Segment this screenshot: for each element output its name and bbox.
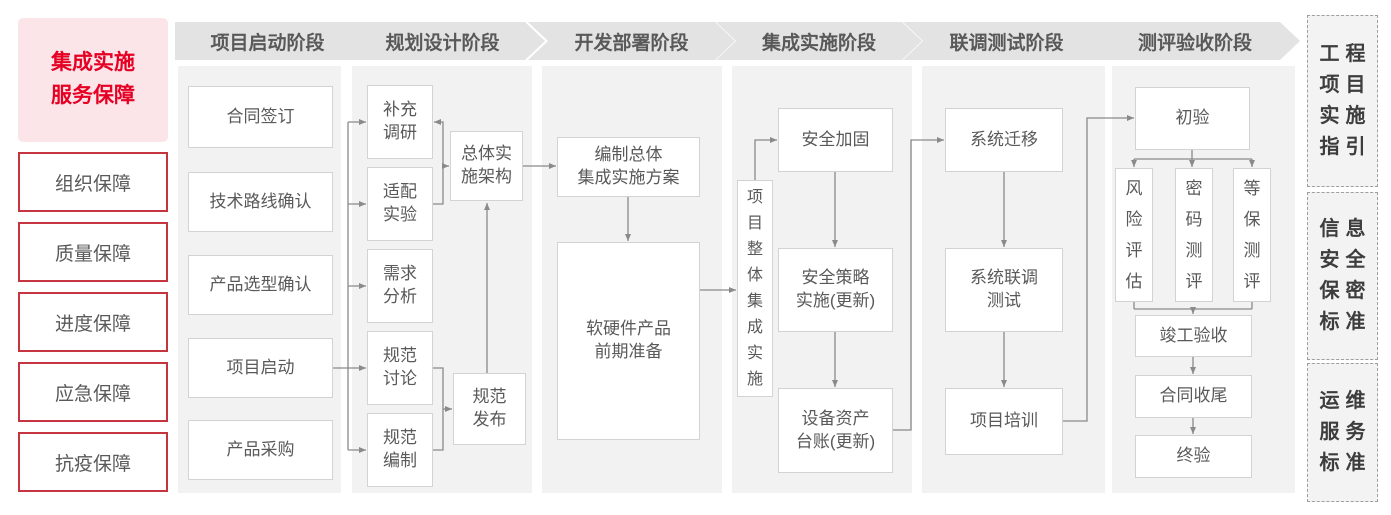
- phase-header-project-kickoff: 项目启动阶段: [175, 22, 374, 60]
- phase-header-eval-acceptance: 测评验收阶段: [1090, 22, 1300, 60]
- node-product-selection-confirm: 产品选型确认: [188, 255, 333, 315]
- node-supplementary-research: 补充 调研: [367, 85, 433, 159]
- node-overall-impl-architecture: 总体实 施架构: [450, 131, 523, 201]
- reference-om-service-standard: 运维 服务 标准: [1307, 363, 1378, 502]
- node-overall-integration-plan: 编制总体 集成实施方案: [557, 137, 700, 197]
- guarantee-emergency: 应急保障: [18, 362, 168, 422]
- node-risk-assessment: 风 险 评 估: [1115, 168, 1153, 302]
- node-spec-drafting: 规范 编制: [367, 413, 433, 487]
- node-security-hardening: 安全加固: [778, 108, 893, 172]
- guarantee-epidemic: 抗疫保障: [18, 432, 168, 492]
- node-contract-signing: 合同签订: [188, 86, 333, 148]
- node-requirement-analysis: 需求 分析: [367, 249, 433, 323]
- node-crypto-evaluation: 密 码 测 评: [1175, 168, 1213, 302]
- node-system-joint-debug-test: 系统联调 测试: [945, 248, 1063, 332]
- node-asset-ledger-update: 设备资产 台账(更新): [778, 388, 893, 473]
- node-completion-acceptance: 竣工验收: [1135, 315, 1252, 357]
- node-security-policy-impl: 安全策略 实施(更新): [778, 248, 893, 332]
- reference-infosec-confidentiality-standard: 信息 安全 保密 标准: [1307, 192, 1378, 360]
- phase-header-joint-debug-test: 联调测试阶段: [903, 22, 1110, 60]
- node-mlps-evaluation: 等 保 测 评: [1233, 168, 1271, 302]
- node-hw-sw-preparation: 软硬件产品 前期准备: [557, 242, 700, 440]
- node-product-procurement: 产品采购: [188, 420, 333, 480]
- node-system-migration: 系统迁移: [945, 108, 1063, 172]
- phase-header-planning-design: 规划设计阶段: [340, 22, 545, 60]
- phase-header-integration-impl: 集成实施阶段: [716, 22, 922, 60]
- node-tech-route-confirm: 技术路线确认: [188, 172, 333, 232]
- node-initial-acceptance: 初验: [1135, 87, 1250, 150]
- legend-title: 集成实施 服务保障: [18, 18, 168, 142]
- node-project-kickoff: 项目启动: [188, 338, 333, 398]
- guarantee-quality: 质量保障: [18, 222, 168, 282]
- guarantee-schedule: 进度保障: [18, 292, 168, 352]
- guarantee-organization: 组织保障: [18, 152, 168, 212]
- node-overall-project-integration: 项 目 整 体 集 成 实 施: [737, 180, 773, 397]
- node-project-training: 项目培训: [945, 388, 1063, 455]
- node-adaptation-test: 适配 实验: [367, 167, 433, 241]
- node-final-acceptance: 终验: [1135, 435, 1252, 478]
- node-contract-closure: 合同收尾: [1135, 375, 1252, 418]
- node-spec-release: 规范 发布: [453, 373, 526, 445]
- node-spec-discussion: 规范 讨论: [367, 331, 433, 405]
- reference-project-implementation-guide: 工程 项目 实施 指引: [1307, 15, 1378, 187]
- phase-header-dev-deployment: 开发部署阶段: [528, 22, 735, 60]
